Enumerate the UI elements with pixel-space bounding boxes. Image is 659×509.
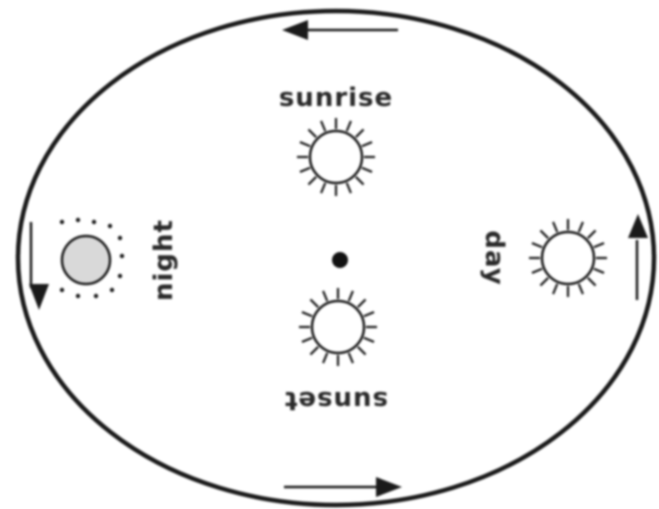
sun-ray (300, 168, 310, 172)
sun-ray (356, 129, 364, 137)
day-label: day (479, 230, 509, 285)
sun-ray (553, 284, 557, 294)
sun-disc (310, 131, 362, 183)
center-dot-icon (332, 252, 348, 268)
sun-ray (540, 230, 548, 238)
sun-ray (362, 168, 372, 172)
moon-sparkle (108, 224, 112, 228)
moon-sparkle (94, 294, 98, 298)
moon-sparkle (92, 220, 96, 224)
sun-ray (364, 312, 374, 316)
moon-sparkle (60, 288, 64, 292)
moon-sparkle (76, 294, 80, 298)
top-arrow (282, 20, 398, 40)
sun-ray (302, 338, 312, 342)
sun-ray (532, 269, 542, 273)
sun-ray (532, 243, 542, 247)
sunset-label: sunset (284, 385, 388, 415)
sun-ray (349, 291, 353, 301)
sun-ray (308, 177, 316, 185)
sunset-sun-icon (299, 288, 377, 366)
bottom-arrow (284, 477, 402, 497)
sun-ray (594, 243, 604, 247)
sun-ray (364, 338, 374, 342)
moon-sparkle (118, 236, 122, 240)
sun-ray (347, 183, 351, 193)
sun-ray (310, 299, 318, 307)
moon-sparkle (118, 274, 122, 278)
right-arrow (628, 214, 648, 300)
day-sun-icon (529, 219, 607, 297)
sun-ray (308, 129, 316, 137)
sun-ray (356, 177, 364, 185)
sun-disc (542, 232, 594, 284)
sun-ray (362, 142, 372, 146)
moon-sparkle (60, 220, 64, 224)
moon-sparkle (76, 218, 80, 222)
sun-ray (588, 278, 596, 286)
sun-disc (312, 301, 364, 353)
moon-sparkle (110, 288, 114, 292)
sun-ray (321, 183, 325, 193)
night-label: night (149, 219, 179, 301)
moon-sparkle (120, 254, 124, 258)
sun-ray (588, 230, 596, 238)
sun-ray (323, 353, 327, 363)
sun-ray (540, 278, 548, 286)
sun-ray (579, 222, 583, 232)
sun-ray (358, 347, 366, 355)
sun-ray (321, 121, 325, 131)
sun-ray (579, 284, 583, 294)
sun-ray (310, 347, 318, 355)
sun-ray (553, 222, 557, 232)
left-arrow (29, 222, 49, 310)
sun-ray (594, 269, 604, 273)
sun-ray (323, 291, 327, 301)
sunrise-label: sunrise (279, 83, 393, 113)
sun-ray (300, 142, 310, 146)
sun-ray (349, 353, 353, 363)
night-moon-icon (60, 218, 124, 298)
sun-ray (347, 121, 351, 131)
sun-ray (358, 299, 366, 307)
sunrise-sun-icon (297, 118, 375, 196)
sun-ray (302, 312, 312, 316)
